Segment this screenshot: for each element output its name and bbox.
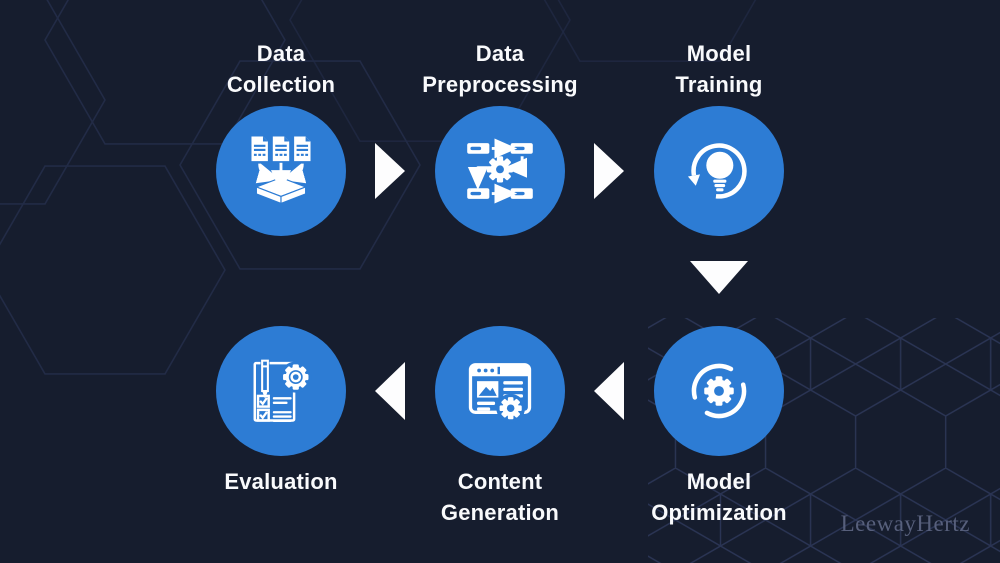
label-line: Optimization (651, 500, 787, 525)
checkboxes (256, 394, 270, 422)
outline-gear (283, 364, 309, 390)
flow-arrows (467, 138, 528, 204)
label-line: Evaluation (224, 469, 338, 494)
step-circle-content-generation (435, 326, 565, 456)
gear (704, 376, 734, 406)
content-generation-icon (468, 363, 532, 423)
checklist-lines (272, 397, 292, 422)
step-label-data-preprocessing: Data Preprocessing (380, 38, 620, 100)
step-label-model-training: Model Training (599, 38, 839, 100)
optimization-arcs (691, 363, 747, 419)
step-circle-evaluation (216, 326, 346, 456)
cycle-arrow-arc (691, 143, 747, 199)
label-line: Data (256, 41, 306, 66)
gear (486, 156, 514, 183)
label-line: Data (475, 41, 525, 66)
label-line: Collection (226, 72, 336, 97)
pencil (260, 357, 270, 401)
data-preprocessing-icon (467, 138, 533, 204)
documents (251, 136, 311, 162)
step-label-model-optimization: Model Optimization (599, 466, 839, 528)
evaluation-icon (253, 357, 312, 422)
step-circle-model-optimization (654, 326, 784, 456)
step-circle-data-collection (216, 106, 346, 236)
model-optimization-icon (691, 363, 747, 419)
step-label-content-generation: Content Generation (380, 466, 620, 528)
step-circle-model-training (654, 106, 784, 236)
step-label-data-collection: Data Collection (161, 38, 401, 100)
watermark: LeewayHertz (840, 511, 970, 536)
step-circle-data-preprocessing (435, 106, 565, 236)
label-line: Preprocessing (422, 72, 578, 97)
gear (499, 397, 522, 420)
data-collection-icon (251, 136, 311, 205)
step-label-evaluation: Evaluation (161, 466, 401, 497)
label-line: Training (675, 72, 763, 97)
model-training-icon (687, 143, 747, 199)
collect-arrows (255, 163, 307, 184)
lightbulb (706, 151, 734, 192)
label-line: Model (686, 469, 752, 494)
cycle-arrowhead (687, 174, 701, 186)
label-line: Generation (440, 500, 560, 525)
label-line: Content (457, 469, 543, 494)
label-line: Model (686, 41, 752, 66)
